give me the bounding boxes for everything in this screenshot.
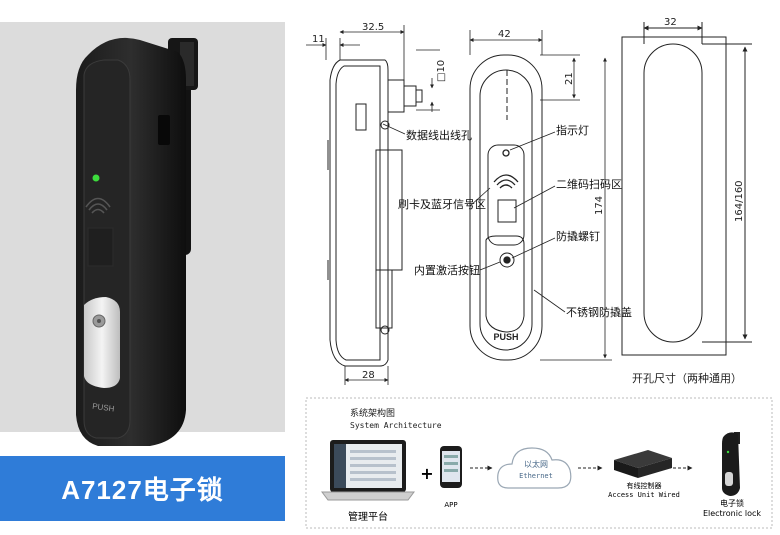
architecture-frame [305, 397, 773, 529]
controller-icon [614, 450, 672, 478]
product-title: A7127电子锁 [61, 475, 224, 505]
steel-cover [84, 297, 120, 388]
dim-28: 28 [362, 370, 375, 381]
dim-21: 21 [564, 72, 575, 85]
product-title-banner: A7127电子锁 [0, 456, 285, 521]
dim-11: 11 [312, 34, 325, 45]
phone-icon [440, 446, 462, 488]
callout-qr: 二维码扫码区 [556, 178, 622, 191]
dim-10: □10 [436, 60, 447, 82]
dim-164-160: 164/160 [734, 180, 745, 222]
nfc-icon [85, 197, 111, 214]
callout-activate: 内置激活按钮 [414, 263, 480, 277]
laptop-icon [321, 440, 415, 501]
side-view [327, 59, 423, 367]
callout-indicator: 指示灯 [556, 123, 589, 137]
node-controller-cn: 有线控制器 [627, 481, 662, 490]
plus-sign: + [420, 464, 433, 483]
callout-steel-cover: 不锈钢防撬盖 [566, 305, 632, 319]
cutout-view [621, 22, 752, 356]
lock-photo: PUSH [76, 37, 198, 446]
node-lock-cn: 电子锁 [720, 498, 744, 508]
front-dims [469, 30, 612, 361]
dim-32-5: 32.5 [362, 22, 384, 33]
callout-card-bt: 刷卡及蓝牙信号区 [398, 198, 486, 211]
node-ethernet-en: Ethernet [519, 472, 553, 480]
node-platform: 管理平台 [348, 510, 388, 523]
dim-174: 174 [594, 196, 605, 215]
dim-32: 32 [664, 17, 677, 28]
front-view [469, 54, 543, 361]
arch-title-cn: 系统架构图 [350, 407, 395, 419]
side-dims [306, 25, 440, 385]
dim-42: 42 [498, 29, 511, 40]
callout-tamper-screw: 防撬螺钉 [556, 229, 600, 243]
front-details [493, 149, 519, 264]
led-indicator [92, 174, 100, 182]
push-label: PUSH [92, 402, 115, 414]
callout-data-cable: 数据线出线孔 [406, 128, 472, 142]
node-controller-en: Access Unit Wired [608, 491, 680, 499]
node-lock-en: Electronic lock [703, 509, 761, 518]
cutout-caption: 开孔尺寸（两种通用） [632, 371, 742, 385]
cloud-icon [497, 447, 572, 489]
front-push-label: PUSH [493, 332, 518, 342]
arch-title-en: System Architecture [350, 421, 442, 430]
callout-leaders [382, 123, 566, 313]
node-ethernet-cn: 以太网 [524, 459, 548, 469]
electronic-lock-icon [722, 432, 740, 496]
node-app: APP [444, 501, 457, 509]
